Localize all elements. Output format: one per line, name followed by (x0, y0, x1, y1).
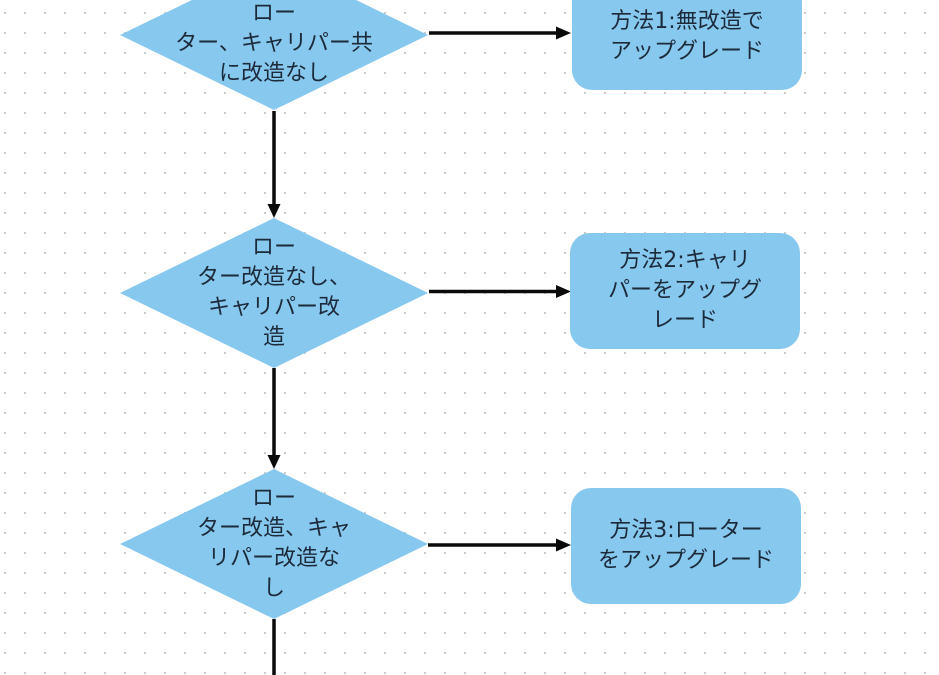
process-node-label: 方法3:ローター をアップグレード (597, 518, 774, 573)
decision-node-label: ロー ター、キャリパー共 に改造なし (175, 1, 373, 86)
decision-node-label: ロー ター改造なし、 キャリパー改 造 (196, 235, 351, 350)
decision-node-rotor-modified: ロー ター改造、キャ リパー改造な し (120, 469, 428, 619)
connector-decision1-process1 (429, 26, 571, 40)
process-node-label: 方法2:キャリ パーをアップグ レード (607, 248, 762, 333)
process-node-method2: 方法2:キャリ パーをアップグ レード (570, 233, 800, 349)
decision-node-label: ロー ター改造、キャ リパー改造な し (196, 486, 351, 601)
decision-node-both-unmodified: ロー ター、キャリパー共 に改造なし (120, 0, 428, 110)
connector-decision2-process2 (429, 285, 571, 298)
process-node-method1: 方法1:無改造で アップグレード (572, 0, 802, 90)
process-node-label: 方法1:無改造で アップグレード (609, 9, 764, 64)
process-node-method3: 方法3:ローター をアップグレード (571, 488, 801, 604)
decision-node-caliper-modified: ロー ター改造なし、 キャリパー改 造 (120, 218, 428, 368)
connector-decision2-decision3 (267, 368, 281, 469)
connector-decision1-decision2 (267, 111, 281, 218)
connector-decision3-process3 (428, 538, 571, 552)
